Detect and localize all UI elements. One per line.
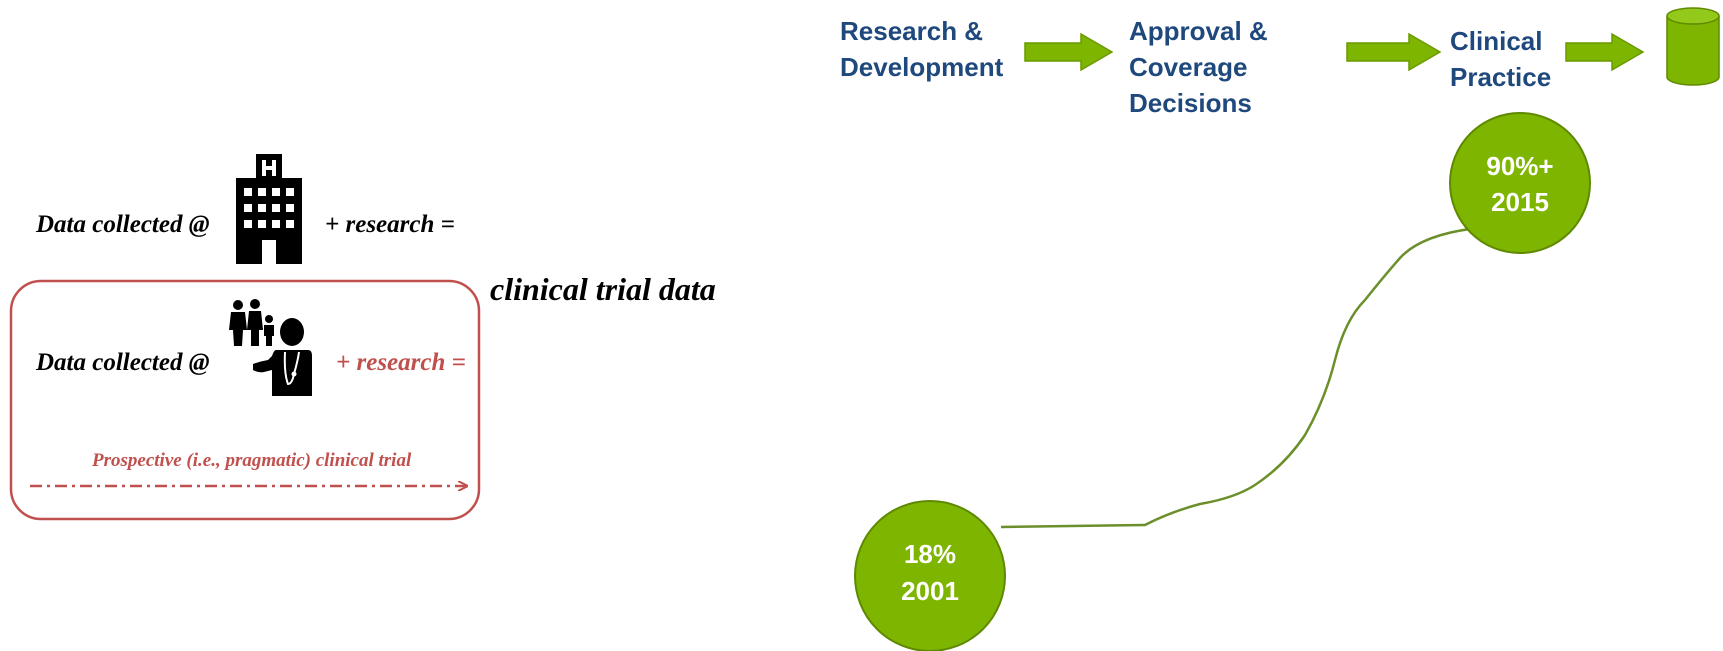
end-value: 90%+ xyxy=(1486,151,1553,181)
left-panel: Data collected @ + xyxy=(9,154,716,521)
flow-arrow-1 xyxy=(1024,32,1114,72)
start-year: 2001 xyxy=(901,576,959,606)
pragmatic-trial-box xyxy=(9,279,481,521)
hospital-icon xyxy=(236,154,302,264)
flow-arrow-2 xyxy=(1346,32,1442,72)
stage-2-line-1: Approval & xyxy=(1129,16,1268,46)
stage-1-line-1: Research & xyxy=(840,16,983,46)
end-circle xyxy=(1449,112,1591,254)
right-panel: Research & Development Approval & Covera… xyxy=(840,7,1720,651)
end-milestone: 90%+ 2015 xyxy=(1449,112,1591,254)
stage-1-line-2: Development xyxy=(840,52,1004,82)
doctor-with-family-icon xyxy=(229,299,312,396)
start-milestone: 18% 2001 xyxy=(854,500,1006,651)
stage-2-line-2: Coverage xyxy=(1129,52,1248,82)
stage-research-development: Research & Development xyxy=(840,16,1004,82)
database-icon xyxy=(1666,7,1720,86)
end-year: 2015 xyxy=(1491,187,1549,217)
adoption-curve xyxy=(1000,227,1471,529)
stage-3-line-2: Practice xyxy=(1450,62,1551,92)
start-value: 18% xyxy=(904,539,956,569)
stage-3-line-1: Clinical xyxy=(1450,26,1542,56)
row2-label: Data collected @ xyxy=(35,349,210,376)
row2-suffix: + research = xyxy=(336,349,466,376)
result-label: clinical trial data xyxy=(490,271,716,307)
flow-arrow-3 xyxy=(1565,32,1645,72)
row1-label: Data collected @ xyxy=(35,211,210,238)
stage-2-line-3: Decisions xyxy=(1129,88,1252,118)
start-circle xyxy=(854,500,1006,651)
prospective-label: Prospective (i.e., pragmatic) clinical t… xyxy=(91,450,412,471)
stage-clinical-practice: Clinical Practice xyxy=(1450,26,1551,92)
stage-approval-coverage: Approval & Coverage Decisions xyxy=(1129,16,1268,118)
row1-suffix: + research = xyxy=(325,211,455,238)
